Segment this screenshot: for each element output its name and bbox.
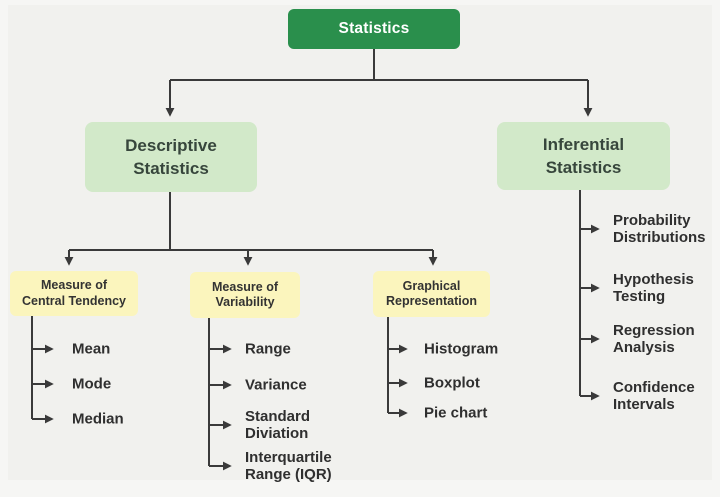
- leaf-regression-analysis: Regression Analysis: [613, 322, 695, 356]
- group-node-graphical-representation: Graphical Representation: [373, 271, 490, 317]
- branch-node-descriptive-statistics: Descriptive Statistics: [85, 122, 257, 192]
- leaf-interquartile-range: Interquartile Range (IQR): [245, 449, 332, 483]
- leaf-boxplot: Boxplot: [424, 374, 480, 392]
- group-node-central-tendency: Measure of Central Tendency: [10, 271, 138, 316]
- leaf-pie-chart: Pie chart: [424, 404, 488, 422]
- root-node-statistics: Statistics: [288, 9, 460, 49]
- leaf-histogram: Histogram: [424, 340, 499, 358]
- group-node-variability: Measure of Variability: [190, 272, 300, 318]
- leaf-median: Median: [72, 410, 124, 428]
- leaf-standard-deviation: Standard Diviation: [245, 408, 311, 442]
- leaf-hypothesis-testing: Hypothesis Testing: [613, 271, 694, 305]
- leaf-range: Range: [245, 340, 291, 358]
- leaf-mode: Mode: [72, 375, 112, 393]
- leaf-variance: Variance: [245, 376, 307, 394]
- leaf-confidence-intervals: Confidence Intervals: [613, 379, 695, 413]
- leaf-probability-distributions: Probability Distributions: [613, 212, 706, 246]
- leaf-mean: Mean: [72, 340, 111, 358]
- branch-node-inferential-statistics: Inferential Statistics: [497, 122, 670, 190]
- diagram-background: [8, 5, 712, 480]
